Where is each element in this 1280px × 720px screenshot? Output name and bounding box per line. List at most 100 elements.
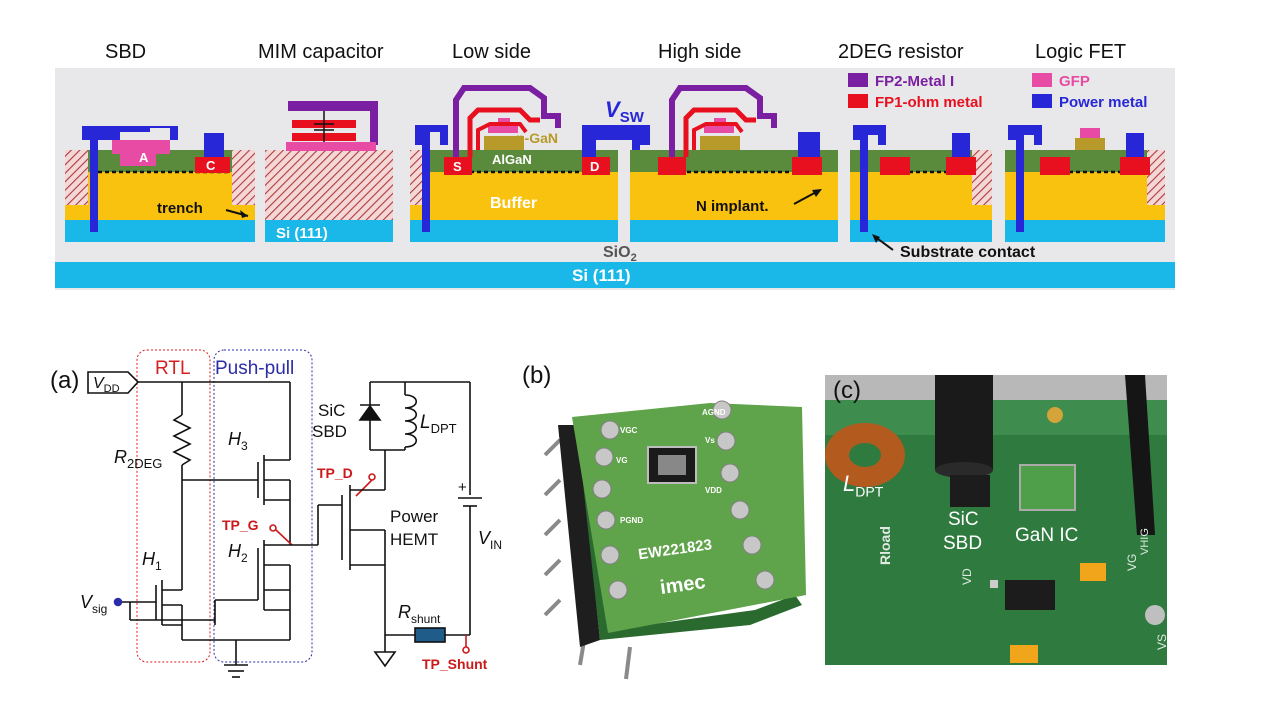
pin-vg: VG bbox=[616, 456, 628, 465]
photo-c-gan-ic-label: GaN IC bbox=[1015, 525, 1079, 546]
sic-sbd-diode bbox=[358, 404, 382, 421]
push-pull-box bbox=[213, 349, 313, 663]
tp-d-label: TP_D bbox=[317, 465, 353, 481]
pin-vgc: VGC bbox=[620, 426, 638, 435]
mim-device bbox=[265, 101, 393, 242]
label-algan: AlGaN bbox=[492, 152, 532, 167]
tp-d-terminal bbox=[368, 473, 376, 481]
tp-shunt-terminal bbox=[462, 646, 470, 654]
legend-power-label: Power metal bbox=[1059, 94, 1147, 111]
legend-fp2-swatch bbox=[848, 73, 868, 87]
sic-sbd-label-1: SiC bbox=[318, 401, 345, 420]
legend: FP2-Metal I FP1-ohm metal GFP Power meta… bbox=[848, 73, 1147, 111]
resistor-device bbox=[850, 125, 992, 242]
vsig-label: Vsig bbox=[80, 592, 107, 616]
low-side-device bbox=[410, 85, 650, 242]
label-drain: D bbox=[590, 159, 599, 174]
vdd-label: VDD bbox=[93, 375, 120, 395]
vdd-tag bbox=[87, 371, 140, 394]
title-2deg-resistor: 2DEG resistor bbox=[838, 41, 964, 63]
circuit-labels: (a) VDD RTL Push-pull R2DEG H3 H2 H1 Vsi… bbox=[50, 358, 502, 672]
tantalum-capacitor-2 bbox=[1010, 645, 1038, 663]
vsig-terminal bbox=[113, 597, 123, 607]
tp-shunt-label: TP_Shunt bbox=[422, 656, 488, 672]
bottom-substrate bbox=[55, 262, 1175, 288]
legend-gfp-swatch bbox=[1032, 73, 1052, 87]
panel-label-a: (a) bbox=[50, 367, 79, 394]
h3-label: H3 bbox=[228, 429, 248, 453]
pin-vdd: VDD bbox=[705, 486, 722, 495]
vin-plus: + bbox=[458, 479, 467, 496]
sbd-device bbox=[65, 126, 255, 242]
high-side-device bbox=[630, 85, 838, 242]
photo-c-vd-label: VD bbox=[960, 568, 974, 585]
module-pcb-side bbox=[576, 419, 802, 640]
title-mim: MIM capacitor bbox=[258, 41, 384, 63]
photo-c-vs-label: VS bbox=[1155, 633, 1167, 650]
h1-label: H1 bbox=[142, 549, 162, 573]
tantalum-capacitor-1 bbox=[1080, 563, 1106, 581]
tp-g-label: TP_G bbox=[222, 517, 259, 533]
photo-c-ldpt-label: LDPT bbox=[843, 471, 884, 500]
module-pads bbox=[592, 400, 775, 600]
vin-label: VIN bbox=[478, 528, 502, 552]
bulk-capacitor bbox=[935, 375, 993, 470]
power-ground-symbol bbox=[373, 651, 397, 668]
panel-label-b-text: (b) bbox=[522, 362, 552, 389]
ldpt-label: LDPT bbox=[420, 412, 457, 436]
photo-c-testboard: (c) LDPT SiC SBD GaN IC Rload VD VG VHIG… bbox=[825, 375, 1167, 665]
rtl-label: RTL bbox=[155, 358, 191, 379]
h2-label: H2 bbox=[228, 541, 248, 565]
ldpt-inductor bbox=[404, 394, 418, 448]
driver-ic bbox=[1005, 580, 1055, 610]
photo-b-module: (b) VGC AGND VG Vs PGND VDD EW221823 ime… bbox=[540, 385, 820, 685]
power-hemt-label-1: Power bbox=[390, 507, 439, 526]
photo-c-vhigh-label: VHIG bbox=[1139, 528, 1151, 555]
r2deg-label: R2DEG bbox=[114, 447, 162, 471]
legend-fp1-label: FP1-ohm metal bbox=[875, 94, 983, 111]
sic-sbd-label-2: SBD bbox=[312, 422, 347, 441]
photo-c-vg-label: VG bbox=[1125, 553, 1139, 571]
panel-label-c: (c) bbox=[833, 377, 861, 404]
pin-agnd: AGND bbox=[702, 408, 726, 417]
label-substrate-contact: Substrate contact bbox=[900, 244, 1036, 261]
title-sbd: SBD bbox=[105, 41, 146, 63]
rshunt-resistor bbox=[414, 627, 446, 643]
legend-power-swatch bbox=[1032, 94, 1052, 108]
title-low-side: Low side bbox=[452, 41, 531, 63]
tp-g-terminal bbox=[269, 524, 277, 532]
sic-sbd-package bbox=[950, 475, 990, 507]
r2deg-resistor bbox=[172, 414, 192, 466]
circuit-panel bbox=[87, 349, 482, 678]
legend-gfp-label: GFP bbox=[1059, 73, 1090, 90]
label-anode: A bbox=[139, 150, 149, 165]
module-pcb bbox=[572, 403, 806, 633]
photo-c-sic-label-2: SBD bbox=[943, 533, 983, 554]
label-cathode: C bbox=[206, 158, 216, 173]
rshunt-label: Rshunt bbox=[398, 602, 441, 626]
label-si111-mim: Si (111) bbox=[276, 225, 328, 242]
probe-cable bbox=[1125, 375, 1155, 535]
label-sio2: SiO2 bbox=[603, 244, 637, 264]
label-source: S bbox=[453, 159, 462, 174]
logic-fet-device bbox=[1005, 125, 1165, 242]
pin-vs: Vs bbox=[705, 436, 715, 445]
rtl-box bbox=[136, 349, 211, 663]
power-hemt-label-2: HEMT bbox=[390, 530, 438, 549]
module-black-header bbox=[558, 425, 600, 647]
photo-c-sic-label-1: SiC bbox=[948, 509, 979, 530]
push-pull-label: Push-pull bbox=[215, 358, 294, 379]
legend-fp1-swatch bbox=[848, 94, 868, 108]
cross-section: FP2-Metal I FP1-ohm metal GFP Power meta… bbox=[55, 41, 1175, 290]
label-buffer: Buffer bbox=[490, 195, 537, 212]
pin-pgnd: PGND bbox=[620, 516, 643, 525]
label-n-implant: N implant. bbox=[696, 198, 769, 215]
gan-ic-module bbox=[1019, 464, 1076, 511]
trench-arrowhead bbox=[240, 210, 248, 218]
title-logic-fet: Logic FET bbox=[1035, 41, 1126, 63]
label-vsw: VSW bbox=[605, 97, 645, 126]
photo-c-rload-label: Rload bbox=[877, 526, 893, 565]
label-trench: trench bbox=[157, 200, 203, 217]
label-si111-bottom: Si (111) bbox=[572, 266, 631, 285]
